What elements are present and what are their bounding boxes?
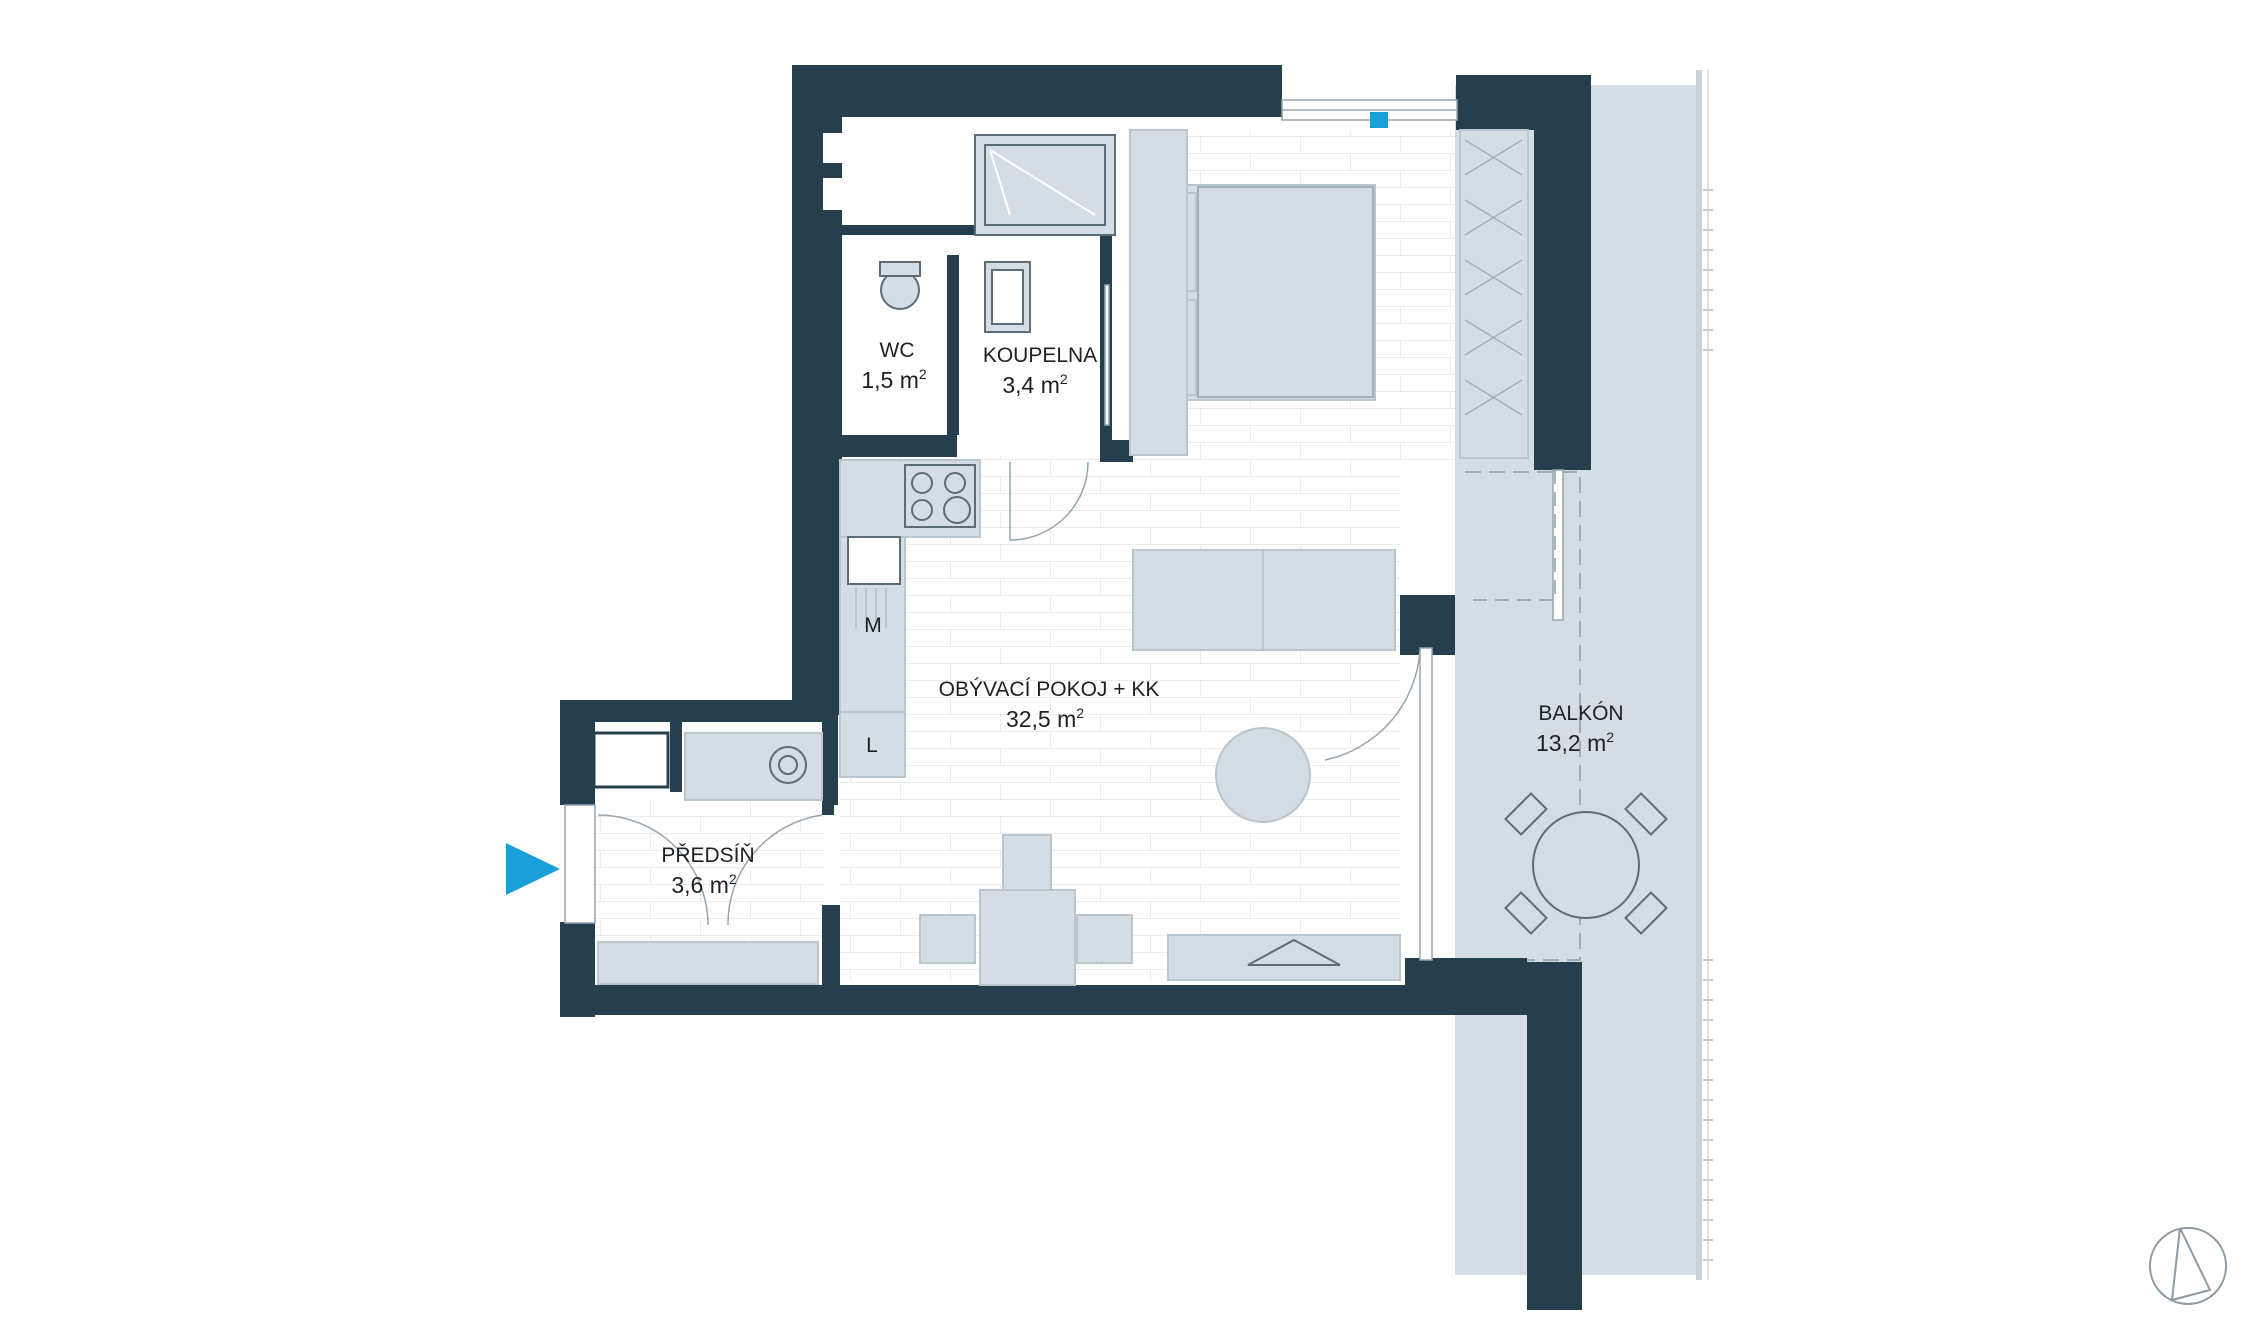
balcony-chair xyxy=(1504,891,1548,935)
top-window xyxy=(1281,99,1458,128)
bedroom-furniture xyxy=(597,129,1529,986)
balkon-area: 13,2 m2 xyxy=(1536,729,1614,756)
niche-frame xyxy=(592,731,670,789)
north-arrow-icon xyxy=(2149,1227,2227,1305)
balcony-chair xyxy=(1624,792,1668,836)
entrance-door-frame xyxy=(564,804,596,924)
balcony-table-set xyxy=(1504,792,1668,935)
balcony-door-swing xyxy=(1324,649,1421,761)
room-labels: WC 1,5 m2 KOUPELNA 3,4 m2 OBÝVACÍ POKOJ … xyxy=(661,339,1623,898)
obyvaci-area: 32,5 m2 xyxy=(1006,705,1084,732)
burner xyxy=(943,496,971,524)
coffee-table xyxy=(1215,727,1311,823)
window-vent-icon xyxy=(1370,112,1388,128)
kitchen xyxy=(839,459,981,778)
dining-chair xyxy=(1076,914,1133,964)
dining-chair xyxy=(1002,834,1052,891)
wardrobe xyxy=(1459,129,1529,459)
window-swing xyxy=(1465,470,1556,601)
washer-letter: M xyxy=(864,614,882,637)
koupelna-label: KOUPELNA xyxy=(983,344,1097,367)
entrance-arrow-icon xyxy=(506,843,560,895)
burner xyxy=(911,472,933,494)
balcony-door xyxy=(1419,469,1564,961)
obyvaci-label: OBÝVACÍ POKOJ + KK xyxy=(939,678,1160,701)
tv-stand xyxy=(1167,934,1401,981)
wc-area: 1,5 m2 xyxy=(861,366,927,393)
sink xyxy=(847,536,901,628)
predsin-area: 3,6 m2 xyxy=(671,871,737,898)
cooktop xyxy=(904,464,976,528)
dining-table xyxy=(979,889,1076,986)
dining-chair xyxy=(919,914,976,964)
wall-niche xyxy=(595,735,667,785)
walls xyxy=(560,65,1591,1310)
tv-icon xyxy=(1247,938,1341,966)
bathroom-door xyxy=(1104,284,1110,426)
wall-niche xyxy=(823,178,955,210)
bathroom-door-swing xyxy=(1009,461,1089,541)
burner xyxy=(944,472,966,494)
koupelna-area: 3,4 m2 xyxy=(1002,371,1068,398)
fridge xyxy=(839,711,906,778)
living-room-floor xyxy=(840,455,1400,980)
wardrobe-hatch xyxy=(1464,139,1523,416)
fridge-letter: L xyxy=(866,734,878,757)
balkon-label: BALKÓN xyxy=(1538,702,1623,725)
hall-bench xyxy=(597,941,819,985)
bed-mattress xyxy=(1197,186,1374,398)
bed-base xyxy=(1129,129,1188,456)
shower-tray xyxy=(984,144,1106,226)
predsin-label: PŘEDSÍŇ xyxy=(661,844,754,867)
balcony-table xyxy=(1532,811,1640,919)
washing-machine xyxy=(769,746,807,784)
wc-label: WC xyxy=(880,339,915,362)
wall-niche xyxy=(823,133,955,163)
balcony-chair xyxy=(1624,891,1668,935)
balcony-rail-ticks xyxy=(1703,189,1713,1261)
burner xyxy=(911,499,933,521)
bathroom-fixtures xyxy=(879,134,1116,333)
hall-floor xyxy=(595,800,825,940)
hall-door xyxy=(597,814,823,926)
balcony-chair xyxy=(1504,792,1548,836)
